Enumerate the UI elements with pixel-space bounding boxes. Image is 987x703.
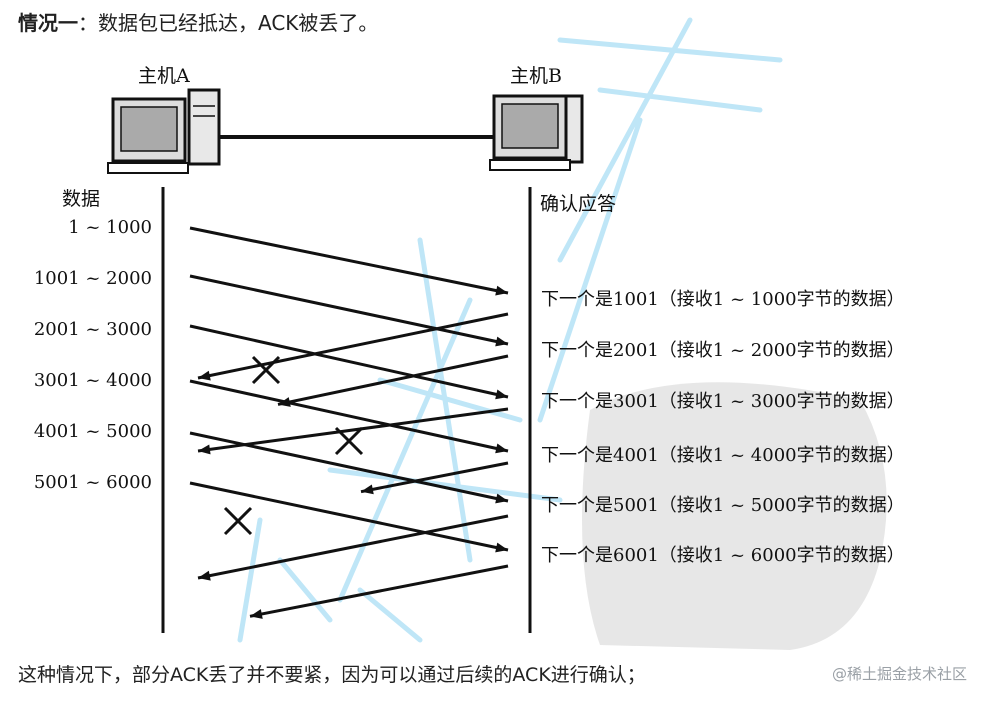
data-arrowhead (495, 493, 508, 504)
lost-ack-arrowhead (278, 397, 291, 407)
lost-mark-icon (223, 506, 253, 536)
lost-mark-icon (334, 426, 364, 456)
message-arrows (189, 226, 509, 619)
heading-rest: ：数据包已经抵达，ACK被丢了。 (78, 11, 379, 35)
ack-labels: 下一个是1001（接收1 ~ 1000字节的数据） 下一个是2001（接收1 ~… (541, 289, 905, 566)
data-label: 3001 ~ 4000 (34, 370, 152, 391)
ack-label: 下一个是3001（接收1 ~ 3000字节的数据） (541, 391, 905, 412)
data-arrowhead (495, 336, 508, 347)
heading-strong: 情况一 (18, 11, 78, 35)
data-arrowhead (495, 443, 508, 454)
lost-ack-arrow (360, 461, 509, 494)
ack-arrowhead (198, 570, 211, 581)
host-b-computer-icon (489, 94, 584, 171)
data-segment-arrow (189, 226, 509, 295)
data-segment-arrow (189, 481, 509, 552)
ack-label: 下一个是6001（接收1 ~ 6000字节的数据） (541, 545, 905, 566)
host-a-computer-icon (107, 88, 221, 174)
ack-label: 下一个是2001（接收1 ~ 2000字节的数据） (541, 340, 905, 361)
lost-ack-arrow (249, 564, 509, 618)
host-b-label: 主机B (510, 65, 562, 87)
ack-arrowhead (198, 370, 211, 381)
ack-arrow (197, 514, 509, 580)
data-label: 1001 ~ 2000 (34, 268, 152, 289)
ack-label: 下一个是5001（接收1 ~ 5000字节的数据） (541, 495, 905, 516)
watermark (237, 17, 783, 643)
ack-arrow (197, 407, 509, 453)
credit-watermark: @稀土掘金技术社区 (831, 665, 967, 683)
data-label: 2001 ~ 3000 (34, 319, 152, 340)
data-label: 5001 ~ 6000 (34, 472, 152, 493)
data-segment-arrow (189, 431, 509, 503)
lost-ack-arrowhead (361, 484, 374, 495)
lost-mark-icon (251, 355, 281, 385)
lost-ack-arrowhead (250, 609, 263, 619)
host-a-label: 主机A (138, 65, 190, 87)
data-arrowhead (495, 542, 508, 553)
data-arrowhead (495, 285, 508, 296)
data-label: 4001 ~ 5000 (34, 421, 152, 442)
data-segment-arrow (189, 324, 509, 399)
ack-arrowhead (198, 444, 211, 455)
data-arrowhead (495, 389, 508, 400)
data-segment-arrow (189, 379, 509, 453)
ack-label: 下一个是1001（接收1 ~ 1000字节的数据） (541, 289, 905, 310)
seal-stamp (582, 382, 887, 650)
data-labels: 1 ~ 1000 1001 ~ 2000 2001 ~ 3000 3001 ~ … (34, 217, 152, 493)
lost-ack-arrow (277, 354, 509, 406)
section-heading: 情况一：数据包已经抵达，ACK被丢了。 (18, 8, 378, 38)
footer-text: 这种情况下，部分ACK丢了并不要紧，因为可以通过后续的ACK进行确认； (18, 664, 646, 686)
ack-label: 下一个是4001（接收1 ~ 4000字节的数据） (541, 445, 905, 466)
left-title: 数据 (62, 188, 100, 210)
data-label: 1 ~ 1000 (68, 217, 152, 238)
right-title: 确认应答 (540, 193, 616, 215)
ack-arrow (197, 312, 509, 380)
data-segment-arrow (189, 274, 509, 346)
